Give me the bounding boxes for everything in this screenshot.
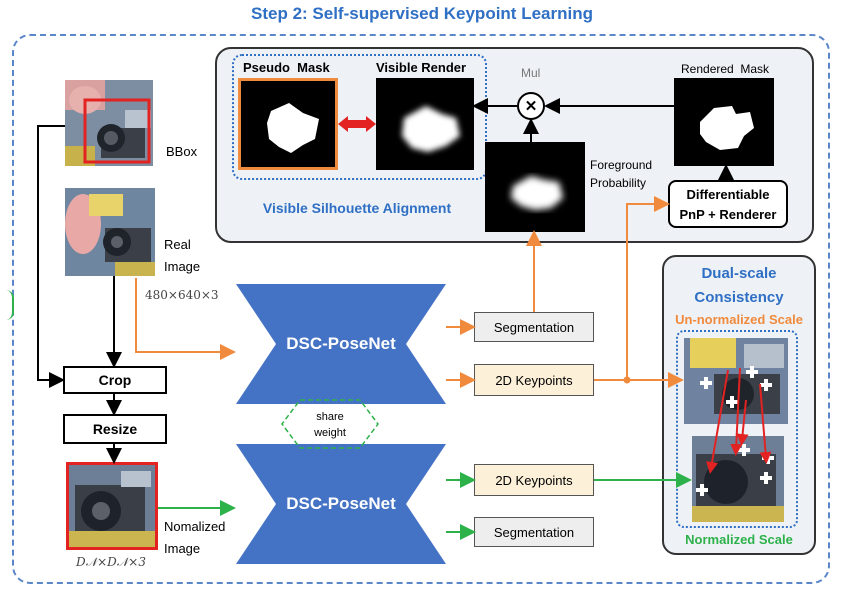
page-title: Step 2: Self-supervised Keypoint Learnin… <box>251 4 593 23</box>
normalized-crop <box>692 436 784 522</box>
network-bottom-label: DSC-PoseNet <box>286 494 396 513</box>
normalized-image-dims: D𝒩×D𝒩×3 <box>76 555 146 569</box>
normalized-image-label: Nomalized Image <box>164 519 226 556</box>
crop-op: Crop <box>63 366 167 394</box>
bbox-label: BBox <box>166 144 198 159</box>
rendered-mask-label: Rendered Mask <box>681 62 770 76</box>
mul-icon: ✕ <box>524 98 538 115</box>
network-top-label: DSC-PoseNet <box>286 334 396 353</box>
rendered-mask-shape <box>700 106 754 150</box>
bbox-photo <box>65 80 153 166</box>
unnormalized-crop <box>684 338 788 424</box>
left-edge-mark <box>4 290 14 320</box>
share-weight-label: share weight <box>314 411 346 439</box>
real-photo <box>65 188 155 276</box>
keypoints-top: 2D Keypoints <box>474 364 594 396</box>
correspondence-arrows <box>706 367 772 474</box>
unnormalized-photo <box>684 338 788 424</box>
foreground-probability-image <box>485 142 585 232</box>
foreground-probability-shape <box>511 176 563 210</box>
keypoints-bottom: 2D Keypoints <box>474 464 594 496</box>
visible-render-image <box>376 78 474 170</box>
vsa-title: Visible Silhouette Alignment <box>262 200 452 216</box>
network-bottom-shape <box>236 444 446 564</box>
real-image <box>65 188 155 276</box>
resize-op: Resize <box>63 414 167 444</box>
unnormalized-scale-label: Un-normalized Scale <box>675 312 803 327</box>
dual-scale-inner-frame <box>676 330 798 528</box>
vsa-inner-frame <box>232 54 487 180</box>
pnp-line1: Differentiable <box>686 187 770 202</box>
mul-label: Mul <box>521 66 541 80</box>
branch-dot <box>623 376 631 384</box>
visible-render-label: Visible Render <box>376 60 467 75</box>
segmentation-bottom: Segmentation <box>474 517 594 547</box>
pnp-renderer-box: Differentiable PnP + Renderer <box>668 180 788 228</box>
normalized-image <box>66 462 158 550</box>
dual-scale-title: Dual-scale Consistency <box>694 265 784 306</box>
normalized-scale-label: Normalized Scale <box>685 532 793 547</box>
foreground-probability-label: Foreground Probability <box>590 158 653 190</box>
segmentation-top: Segmentation <box>474 312 594 342</box>
bbox-image <box>65 80 153 166</box>
real-image-label: Real Image <box>164 237 201 274</box>
rendered-mask-image <box>674 78 774 166</box>
real-image-dims: 480×640×3 <box>145 288 219 302</box>
pnp-line2: PnP + Renderer <box>679 207 777 222</box>
pseudo-mask-shape <box>267 103 319 153</box>
normalized-photo <box>69 465 155 547</box>
pseudo-mask-image <box>238 78 338 170</box>
share-weight-shape <box>281 399 379 449</box>
visible-render-shape <box>402 106 460 152</box>
pseudo-mask-label: Pseudo Mask <box>243 60 330 75</box>
normalized-crop-photo <box>692 436 784 522</box>
network-top-shape <box>236 284 446 404</box>
match-double-arrow <box>338 116 376 132</box>
